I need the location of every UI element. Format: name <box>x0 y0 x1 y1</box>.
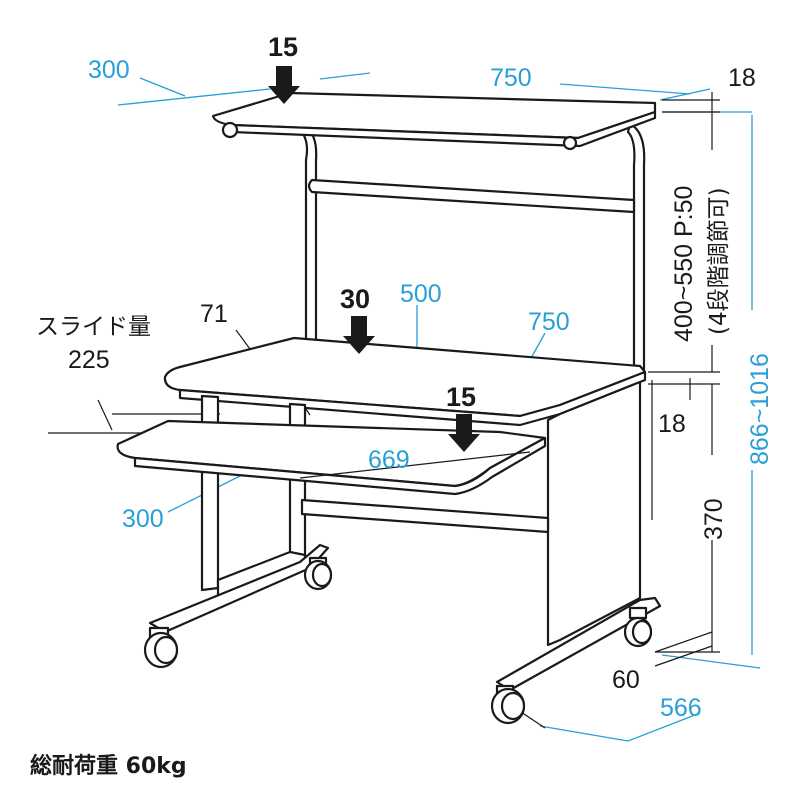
load-arrows <box>268 66 480 452</box>
desk-board <box>163 336 647 427</box>
desk-width-label: 750 <box>528 308 570 336</box>
down-arrow-icon <box>343 316 375 354</box>
desk-height-label: 370 <box>700 498 728 540</box>
down-arrow-icon <box>268 66 300 104</box>
caster-front-left <box>143 626 179 669</box>
tray-load-label: 15 <box>446 382 476 412</box>
casters <box>143 556 653 725</box>
slide-value: 225 <box>68 346 110 374</box>
top-depth-label: 300 <box>88 56 130 84</box>
tray-width-label: 669 <box>368 446 410 474</box>
desk-thickness-label: 18 <box>658 410 686 438</box>
top-shelf <box>211 91 657 151</box>
hutch-height-label: 400~550 P:50 <box>670 186 698 342</box>
slide-label: スライド量 <box>36 314 151 340</box>
caster-offset-label: 60 <box>612 666 640 694</box>
caster-front-right <box>490 684 526 725</box>
down-arrow-icon <box>448 414 480 452</box>
total-height-label: 866~1016 <box>746 353 774 465</box>
tray-offset-label: 71 <box>200 300 228 328</box>
total-load-caption: 総耐荷重 60kg <box>30 753 187 779</box>
tray-depth-label: 300 <box>122 505 164 533</box>
hutch-adjust-note: (4段階調節可) <box>706 187 732 335</box>
top-width-label: 750 <box>490 64 532 92</box>
caster-back-left <box>303 556 333 591</box>
top-load-label: 15 <box>268 32 298 62</box>
base-depth-label: 566 <box>660 694 702 722</box>
desk-depth-label: 500 <box>400 280 442 308</box>
desk-load-label: 30 <box>340 284 370 314</box>
caster-back-right <box>623 606 653 648</box>
keyboard-tray <box>116 419 547 496</box>
top-thickness-label: 18 <box>728 64 756 92</box>
